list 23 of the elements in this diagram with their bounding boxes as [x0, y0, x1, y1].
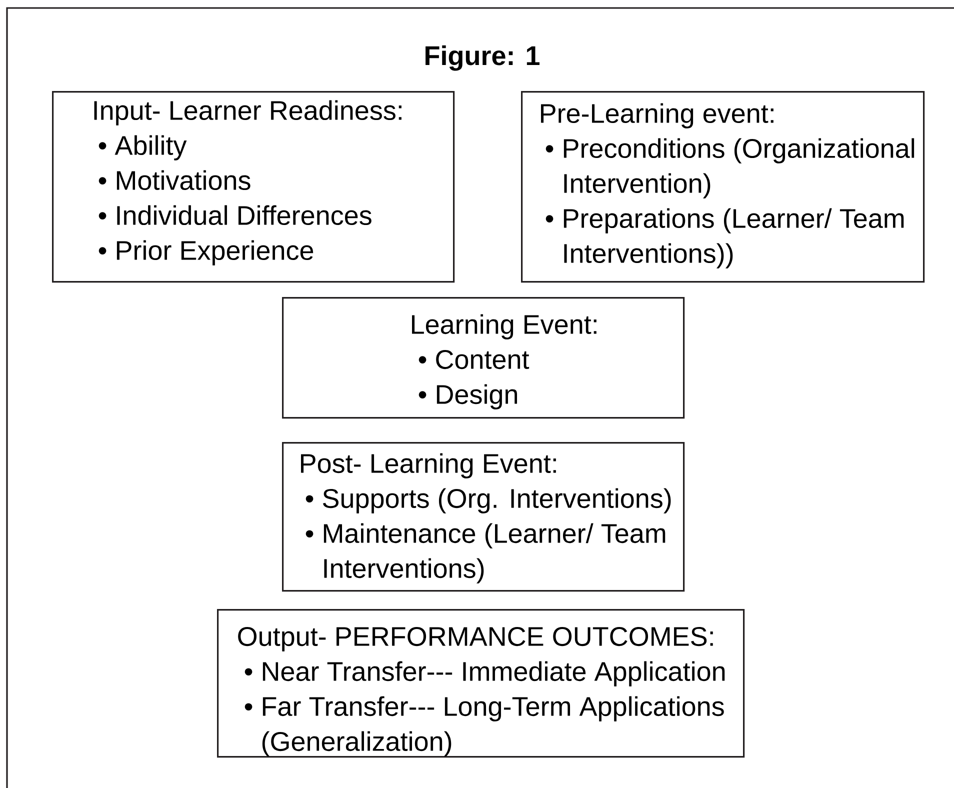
box-heading: Input- Learner Readiness: [94, 100, 402, 126]
text-box [282, 297, 685, 419]
bullet-item: • Ability [98, 135, 187, 160]
bullet-item: • Supports (Org. Interventions) [306, 488, 671, 514]
box-heading: Post- Learning Event: [301, 453, 556, 478]
text-box [52, 91, 455, 283]
box-heading: Output- PERFORMANCE OUTCOMES: [238, 626, 713, 652]
bullet-item: • Motivations [98, 170, 250, 190]
bullet-item: • Design [418, 384, 517, 410]
bullet-item: • Individual Differences [98, 205, 372, 226]
bullet-item: • Preparations (Learner/ Team Interventions)) [546, 208, 904, 268]
bullet-item: • Content [418, 350, 530, 370]
bullet-item: • Near Transfer--- Immediate Application [244, 661, 725, 686]
bullet-item: • Preconditions (Organizational Intervention) [546, 138, 914, 198]
figure-title: Figure: 1 [426, 45, 540, 71]
bullet-item: • Prior Experience [98, 240, 314, 266]
text-box [521, 91, 925, 283]
bullet-item: • Maintenance (Learner/ Team Interventions) [306, 523, 666, 584]
text-box [282, 442, 685, 592]
box-heading: Learning Event: [412, 314, 596, 340]
box-heading: Pre-Learning event: [541, 103, 774, 128]
text-box [217, 609, 745, 758]
bullet-item: • Far Transfer--- Long-Term Applications (Generalization) [244, 696, 724, 756]
